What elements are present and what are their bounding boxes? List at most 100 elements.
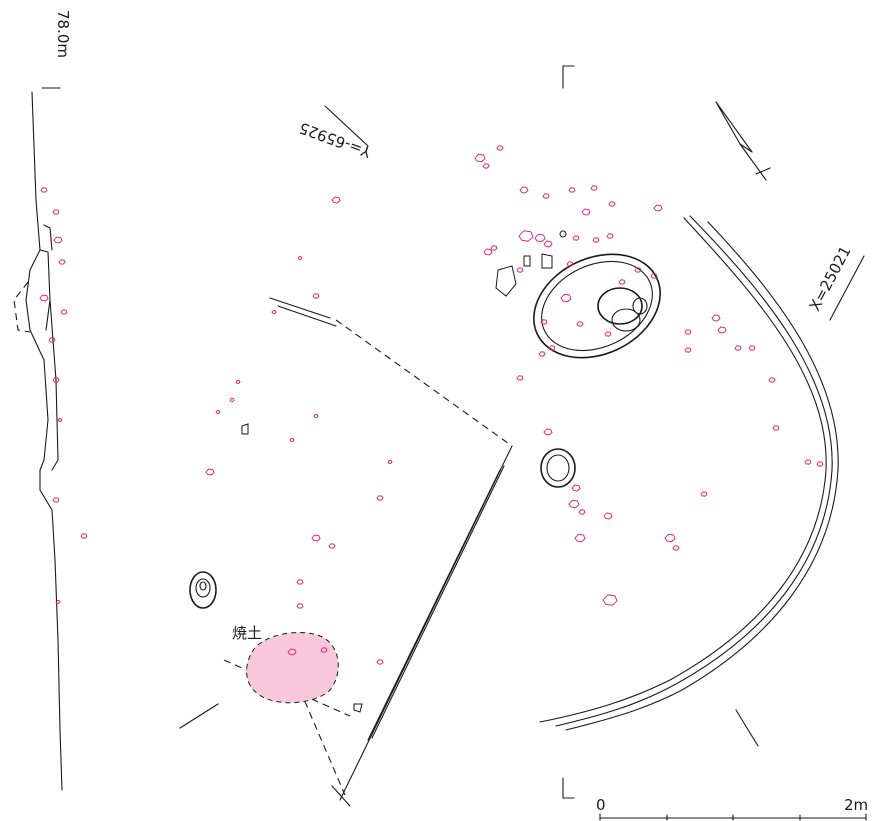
- stone-outline: [311, 534, 321, 542]
- stone-outline: [496, 145, 504, 151]
- grid-y-label: Y=-65925: [297, 119, 374, 162]
- stone-outline: [603, 512, 613, 520]
- stone-outline: [568, 187, 576, 193]
- stone-outline: [590, 185, 598, 191]
- north-arrow-icon: [715, 101, 771, 181]
- stone-outline: [55, 600, 61, 604]
- stone-outline: [816, 461, 824, 467]
- stone-outline: [664, 533, 676, 543]
- stone-outline: [519, 186, 529, 194]
- stone-outline: [296, 603, 304, 609]
- stone-outline: [57, 418, 63, 422]
- stone-outline: [576, 321, 584, 327]
- stone-outline: [734, 345, 742, 351]
- small-pit: [540, 448, 576, 488]
- pit-outline: [179, 297, 513, 807]
- stone-outline: [672, 545, 680, 551]
- stone-outline: [548, 345, 556, 351]
- stone-outline: [700, 491, 708, 497]
- stone-outline: [653, 204, 663, 212]
- stone-outline: [376, 659, 384, 665]
- burnt-soil-label: 焼土: [232, 624, 262, 642]
- stone-outline: [229, 398, 235, 402]
- stone-outline: [331, 196, 341, 204]
- stone-outline: [650, 273, 658, 279]
- post-hole: [189, 571, 217, 609]
- stone-outline: [608, 201, 616, 207]
- stone-outline: [52, 497, 60, 503]
- stone-outline: [606, 233, 614, 239]
- stone-outline: [634, 267, 642, 273]
- stone-outline: [518, 230, 534, 242]
- stone-outline: [52, 209, 60, 215]
- burnt-soil-area: [246, 632, 339, 704]
- section-profile: [13, 87, 63, 791]
- stone-outline: [320, 647, 328, 653]
- grid-y-marker: Y=-65925: [297, 105, 374, 162]
- stone-outline: [772, 425, 780, 431]
- stone-outline: [560, 293, 572, 303]
- stone-outline: [313, 414, 319, 418]
- stone-outline: [571, 484, 581, 492]
- stone-outline: [768, 377, 776, 383]
- stone-outline: [717, 326, 727, 334]
- scattered-stones: [39, 145, 824, 665]
- dark-stones: [241, 230, 567, 713]
- stone-outline: [387, 460, 393, 464]
- stone-outline: [684, 347, 692, 353]
- stone-outline: [40, 187, 48, 193]
- stone-outline: [516, 267, 524, 273]
- stone-outline: [581, 208, 591, 216]
- stone-outline: [482, 163, 490, 169]
- scale-end-label: 2m: [844, 796, 868, 814]
- stone-outline: [604, 331, 612, 337]
- stone-outline: [289, 438, 295, 442]
- curved-ditch: [539, 215, 839, 747]
- stone-outline: [572, 235, 580, 241]
- stone-outline: [60, 309, 68, 315]
- stone-outline: [592, 237, 600, 243]
- stone-outline: [483, 248, 493, 256]
- stone-outline: [296, 579, 304, 585]
- stone-outline: [540, 319, 548, 325]
- stone-outline: [312, 293, 320, 299]
- stone-outline: [490, 245, 498, 251]
- stone-outline: [748, 345, 756, 351]
- stone-outline: [80, 533, 88, 539]
- stone-outline: [215, 410, 221, 414]
- stone-outline: [39, 294, 49, 302]
- stone-outline: [804, 459, 812, 465]
- stone-outline: [542, 193, 550, 199]
- stone-outline: [48, 337, 56, 343]
- stone-outline: [52, 377, 60, 383]
- stone-outline: [235, 380, 241, 384]
- stone-outline: [516, 375, 524, 381]
- stone-outline: [602, 594, 618, 606]
- stone-outline: [543, 240, 553, 248]
- stone-outline: [58, 259, 66, 265]
- stone-outline: [578, 509, 586, 515]
- stone-outline: [568, 499, 580, 509]
- grid-x-marker: X=25021: [806, 243, 865, 321]
- scale-start-label: 0: [596, 796, 606, 814]
- stone-outline: [711, 314, 721, 322]
- scale-bar: 0 2m: [596, 796, 868, 821]
- corner-bracket-icon: [562, 777, 575, 799]
- corner-bracket-icon: [562, 65, 575, 89]
- stone-outline: [205, 468, 215, 476]
- elevation-label: 78.0m: [54, 10, 72, 58]
- stone-outline: [543, 428, 553, 436]
- stone-outline: [271, 310, 277, 314]
- stone-outline: [684, 329, 692, 335]
- grid-x-label: X=25021: [806, 243, 855, 314]
- stone-outline: [297, 256, 303, 260]
- oval-hearth: [533, 253, 661, 359]
- stone-outline: [376, 495, 384, 501]
- stone-outline: [566, 261, 574, 267]
- stone-outline: [287, 648, 297, 656]
- stone-outline: [53, 236, 63, 244]
- stone-outline: [474, 153, 486, 163]
- stone-outline: [538, 351, 546, 357]
- stone-outline: [618, 279, 626, 285]
